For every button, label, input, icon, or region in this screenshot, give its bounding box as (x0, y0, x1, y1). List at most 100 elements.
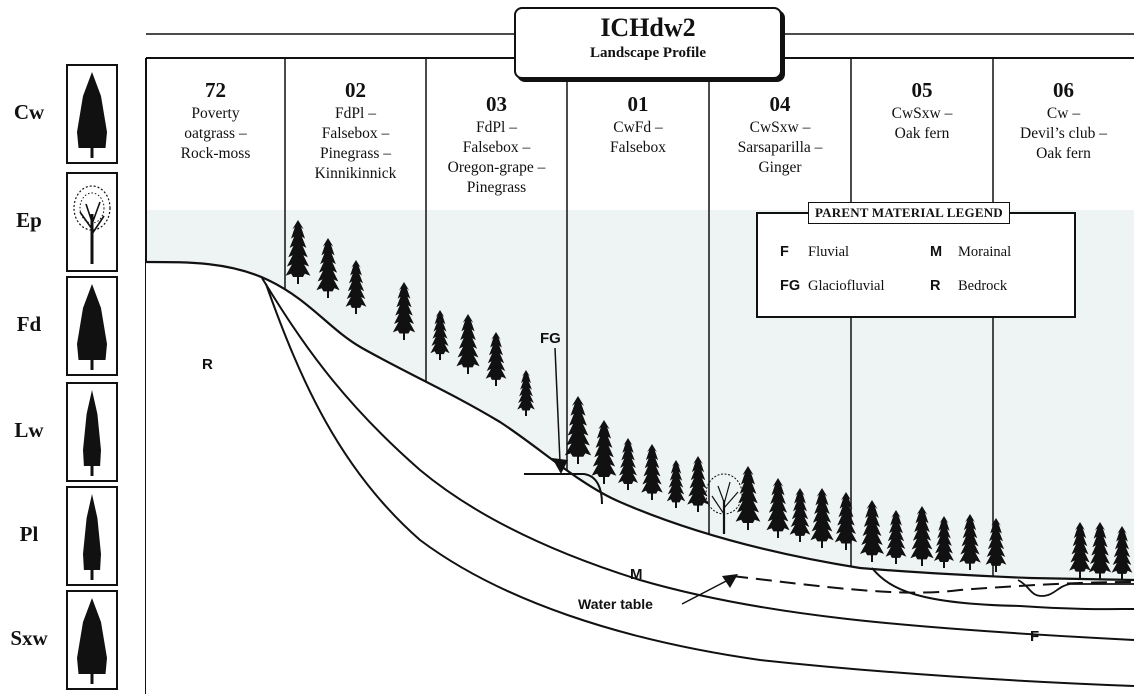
conifer-tree-icon (345, 260, 367, 308)
ground-surface (146, 262, 1134, 694)
pine-tree-icon (66, 486, 118, 586)
conifer-tree-icon (517, 370, 535, 411)
morainal-label: M (630, 566, 643, 583)
species-code: Sxw (10, 626, 48, 650)
water-table-line (731, 575, 1135, 594)
site-series-name-line: FdPl – (476, 119, 517, 136)
conifer-tree-icon (885, 510, 907, 558)
stream-notch (1017, 579, 1134, 597)
tree-silhouettes (285, 220, 1133, 580)
fg-arrowhead (552, 458, 568, 474)
site-series-number: 01 (627, 92, 649, 116)
water-table-pointer (681, 577, 733, 605)
legend-code: M (930, 244, 943, 260)
conifer-tree-icon (834, 492, 858, 544)
bedrock-boundary (261, 277, 1135, 641)
birch-tree-icon (66, 172, 118, 272)
conifer-tree-icon (591, 420, 617, 478)
conifer-tree-icon (1111, 526, 1133, 574)
title-box: ICHdw2 Landscape Profile (514, 7, 782, 79)
water-table-label: Water table (578, 596, 653, 612)
site-series-name-line: FdPl – (335, 105, 376, 122)
site-series-number: 05 (911, 78, 933, 102)
conifer-tree-icon (430, 310, 450, 355)
legend-code: FG (780, 278, 801, 294)
site-series-name-line: Kinnikinnick (314, 165, 397, 182)
site-series-name-line: CwSxw – (891, 105, 953, 122)
larch-tree-icon (66, 382, 118, 482)
conifer-tree-icon (392, 282, 416, 334)
site-series-name-line: Oak fern (1036, 145, 1091, 162)
water-table-arrowhead (722, 574, 738, 588)
legend-label: Glaciofluvial (808, 278, 885, 294)
species-code: Fd (16, 312, 42, 336)
fg-pointer (554, 347, 561, 463)
legend-code: R (930, 278, 941, 294)
conifer-tree-icon (618, 438, 638, 484)
conifer-tree-icon (789, 488, 811, 536)
fir-tree-icon (66, 276, 118, 376)
site-series-name-line: Cw – (1046, 105, 1081, 122)
diagram-title: ICHdw2 (600, 13, 696, 42)
legend-label: Morainal (958, 244, 1012, 260)
fluvial-label: F (1030, 628, 1040, 645)
conifer-tree-icon (485, 332, 507, 380)
species-code: Ep (16, 208, 42, 232)
ground-surface-line (145, 260, 1135, 582)
legend-item-fluvial: F Fluvial (780, 244, 849, 261)
legend-code: F (780, 244, 789, 260)
conifer-tree-icon (910, 506, 934, 560)
conifer-tree-icon (285, 220, 311, 278)
site-series-number: 03 (486, 92, 507, 116)
conifer-tree-icon (735, 466, 761, 524)
glaciofluvial-deposit (524, 473, 603, 505)
site-series-name-line: Falsebox – (462, 139, 531, 156)
conifer-tree-icon (564, 396, 592, 457)
site-series-name-line: CwSxw – (749, 119, 811, 136)
species-code: Cw (13, 100, 45, 124)
species-ep: Ep (0, 172, 140, 272)
species-sxw: Sxw (0, 590, 140, 690)
conifer-tree-icon (1069, 522, 1091, 572)
site-series-name-line: Falsebox (610, 139, 666, 156)
site-series-name-line: Rock-moss (180, 145, 251, 162)
site-series-name-line: Poverty (191, 105, 240, 122)
legend-label: Fluvial (808, 244, 850, 260)
site-series-name-line: Pinegrass (466, 179, 527, 196)
legend-label: Bedrock (958, 278, 1008, 294)
species-pl: Pl (0, 486, 140, 586)
site-series-name-line: Devil’s club – (1020, 125, 1107, 142)
site-series-name-line: Pinegrass – (319, 145, 392, 162)
fluvial-channel (871, 567, 1135, 611)
diagram-subtitle: Landscape Profile (590, 45, 706, 61)
site-series-number: 02 (345, 78, 366, 102)
site-series-number: 72 (205, 78, 226, 102)
morainal-lower-boundary (265, 283, 1135, 687)
conifer-tree-icon (1088, 522, 1112, 574)
conifer-tree-icon (810, 488, 834, 542)
deciduous-tree-icon (705, 473, 743, 534)
site-series-name-line: Oregon-grape – (447, 159, 546, 176)
spruce-tree-icon (66, 590, 118, 690)
glaciofluvial-label: FG (540, 330, 561, 347)
species-cw: Cw (0, 64, 140, 164)
site-series-name-line: Sarsaparilla – (737, 139, 823, 156)
conifer-tree-icon (687, 456, 709, 506)
bedrock-label: R (202, 356, 213, 373)
cedar-tree-icon (66, 64, 118, 164)
conifer-tree-icon (641, 444, 663, 494)
legend-item-glaciofluvial: FG Glaciofluvial (780, 278, 885, 295)
species-code: Lw (14, 418, 44, 442)
species-code: Pl (19, 522, 39, 546)
site-series-name-line: Oak fern (894, 125, 950, 142)
conifer-tree-icon (766, 478, 790, 532)
site-series-number: 04 (769, 92, 791, 116)
